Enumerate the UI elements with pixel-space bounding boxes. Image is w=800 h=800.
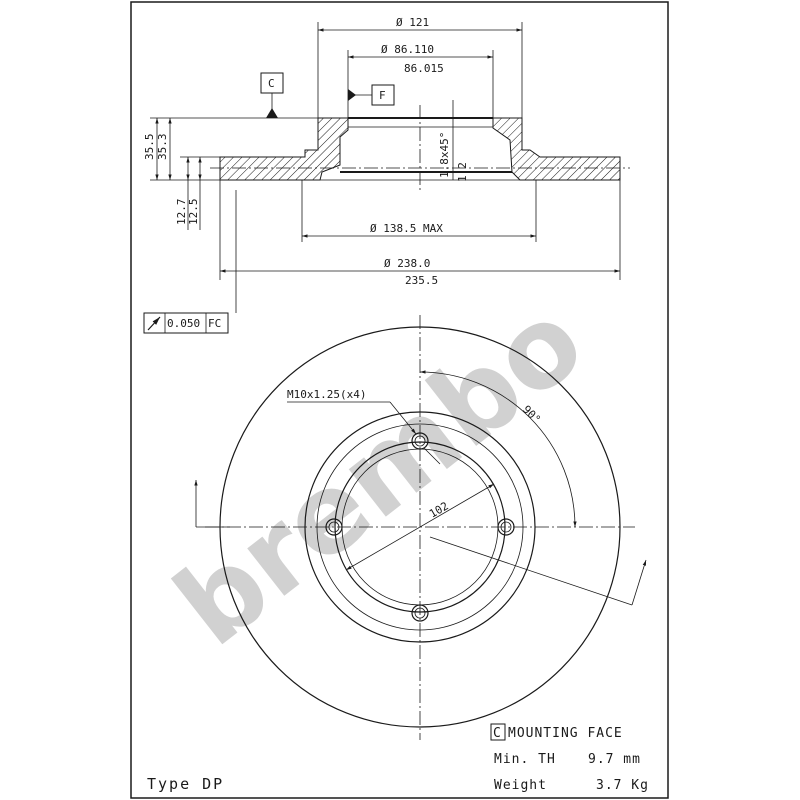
section-right-flange: [492, 117, 621, 181]
mounting-face-ref-box: [490, 723, 506, 741]
dim-thickness-min: 12.5: [187, 199, 200, 226]
min-thickness-label: Min. TH: [494, 752, 556, 767]
ref-c-label: C: [268, 77, 275, 90]
dim-height-min: 35.3: [156, 134, 169, 161]
mounting-face-label: MOUNTING FACE: [508, 726, 623, 741]
section-view: Ø 121 Ø 86.110 86.015 C F 35.5 35.3 12.7…: [143, 16, 630, 334]
ref-f-label: F: [379, 89, 386, 102]
dim-chamfer: 1.8x45°: [438, 132, 451, 178]
dim-outer-diameter-min: 235.5: [405, 274, 438, 287]
section-left-flange: [219, 117, 349, 181]
dim-height-max: 35.5: [143, 134, 156, 161]
min-thickness-value: 9.7 mm: [588, 752, 641, 767]
dim-thickness-max: 12.7: [175, 199, 188, 226]
dim-chamfer-2: 1.2: [456, 162, 469, 182]
dim-pilot-diameter-min: 86.015: [404, 62, 444, 75]
runout-ref: FC: [208, 317, 221, 330]
dim-braking-inner-diameter: Ø 138.5 MAX: [370, 222, 443, 235]
dim-outer-diameter-max: Ø 238.0: [384, 257, 430, 270]
disc-type: Type DP: [147, 775, 224, 793]
drawing-frame: [130, 1, 669, 799]
notes-block: C MOUNTING FACE Min. TH 9.7 mm Weight 3.…: [147, 723, 649, 793]
mounting-face-ref: C: [493, 726, 502, 741]
weight-value: 3.7 Kg: [596, 778, 649, 793]
runout-value: 0.050: [167, 317, 200, 330]
dim-pilot-diameter-max: Ø 86.110: [381, 43, 434, 56]
thread-callout: M10x1.25(x4): [287, 388, 366, 401]
watermark-text: brembo: [152, 276, 606, 670]
brembo-watermark: brembo: [152, 276, 606, 670]
dim-outer-hat-diameter: Ø 121: [396, 16, 429, 29]
weight-label: Weight: [494, 778, 547, 793]
front-view: 102 M10x1.25(x4) 90°: [194, 315, 647, 740]
runout-arrow-icon: [147, 316, 161, 331]
